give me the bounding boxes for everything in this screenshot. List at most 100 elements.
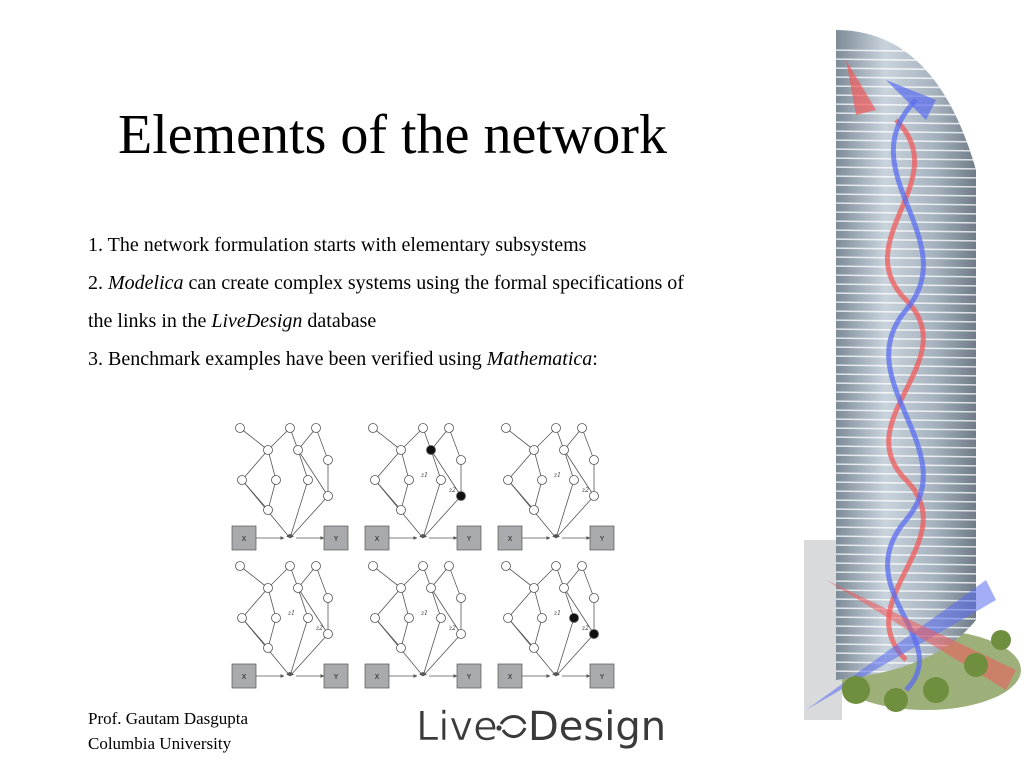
z2-label: z2 (448, 625, 456, 632)
network-node (426, 583, 436, 593)
mathematica-term: Mathematica (486, 348, 593, 370)
box-x-label: X (242, 673, 247, 681)
box-x-label: X (508, 673, 513, 681)
bullet-item-2-prefix: 2. (88, 272, 108, 294)
box-y-label: Y (466, 673, 472, 681)
network-node (529, 505, 539, 515)
network-node (271, 613, 281, 623)
network-node (577, 423, 587, 433)
network-node (529, 643, 539, 653)
z1-label: z1 (287, 610, 295, 617)
network-node (271, 475, 281, 485)
network-node (537, 475, 547, 485)
logo-swirl-icon (496, 715, 527, 738)
network-node (370, 613, 380, 623)
network-diagram-4: X Yz1 z2 (231, 561, 349, 689)
network-node (436, 475, 446, 485)
network-node (501, 561, 511, 571)
bullet-item-2-text: can create complex systems using the for… (183, 272, 684, 294)
bullet-item-3-prefix: 3. Benchmark examples have been verified… (88, 348, 487, 370)
bullet-item-2-continued: the links in the LiveDesign database (88, 306, 768, 336)
network-node (456, 455, 466, 465)
z1-label: z1 (420, 472, 428, 479)
network-node (311, 423, 321, 433)
z2-label: z2 (315, 625, 323, 632)
network-node (404, 613, 414, 623)
blue-spiral (885, 98, 926, 692)
network-node (368, 561, 378, 571)
network-node (263, 445, 273, 455)
network-node (444, 561, 454, 571)
network-node (285, 423, 295, 433)
logo-text-live: Live (416, 704, 498, 750)
box-y-label: Y (599, 535, 605, 543)
footer: Prof. Gautam Dasgupta Columbia Universit… (88, 706, 248, 756)
box-x (231, 663, 257, 689)
network-node (589, 491, 599, 501)
network-node (396, 445, 406, 455)
box-x (364, 663, 390, 689)
box-y-label: Y (333, 535, 339, 543)
network-node (418, 423, 428, 433)
network-node (569, 475, 579, 485)
box-y (589, 525, 615, 551)
network-node (529, 583, 539, 593)
slide-title: Elements of the network (118, 104, 667, 166)
network-node (263, 583, 273, 593)
box-y (589, 663, 615, 689)
box-x-label: X (375, 673, 380, 681)
red-spiral (884, 118, 926, 662)
logo-text-design: Design (528, 704, 664, 750)
box-x (497, 525, 523, 551)
network-node (293, 445, 303, 455)
network-node (323, 593, 333, 603)
box-x (364, 525, 390, 551)
network-node (303, 613, 313, 623)
network-node (551, 561, 561, 571)
author-name: Prof. Gautam Dasgupta (88, 709, 249, 728)
livedesign-term: LiveDesign (211, 310, 303, 332)
box-y-label: Y (333, 673, 339, 681)
bullet-item-2-line2-rest: database (302, 310, 377, 332)
network-node (529, 445, 539, 455)
network-node (503, 613, 513, 623)
bullet-item-1: 1. The network formulation starts with e… (88, 234, 587, 256)
network-node (404, 475, 414, 485)
network-node (559, 445, 569, 455)
modelica-term: Modelica (108, 272, 184, 294)
network-diagram-3: X Yz1 z2 (497, 423, 615, 551)
network-node (237, 613, 247, 623)
network-node (396, 583, 406, 593)
network-node (577, 561, 587, 571)
z2-label: z2 (448, 487, 456, 494)
author-affiliation: Columbia University (88, 734, 232, 753)
livedesign-logo: Live Design (416, 704, 664, 751)
network-node (537, 613, 547, 623)
network-node (235, 561, 245, 571)
network-node (444, 423, 454, 433)
box-x-label: X (242, 535, 247, 543)
z2-label: z2 (581, 487, 589, 494)
network-node (303, 475, 313, 485)
network-node (436, 613, 446, 623)
z2-label: z2 (581, 625, 589, 632)
bullet-list: 1. The network formulation starts with e… (88, 230, 768, 382)
box-y (456, 525, 482, 551)
bullet-item-3: 3. Benchmark examples have been verified… (88, 344, 768, 374)
z1-label: z1 (553, 472, 561, 479)
network-node (559, 583, 569, 593)
bullet-item-3-rest: : (592, 348, 598, 370)
network-node (396, 505, 406, 515)
network-node (323, 491, 333, 501)
network-node (285, 561, 295, 571)
network-node (426, 445, 436, 455)
network-node (370, 475, 380, 485)
network-node (589, 593, 599, 603)
tower-illustration (804, 30, 1021, 720)
network-node (589, 455, 599, 465)
network-node (311, 561, 321, 571)
bullet-item-2: 2. Modelica can create complex systems u… (88, 268, 768, 298)
box-x-label: X (508, 535, 513, 543)
